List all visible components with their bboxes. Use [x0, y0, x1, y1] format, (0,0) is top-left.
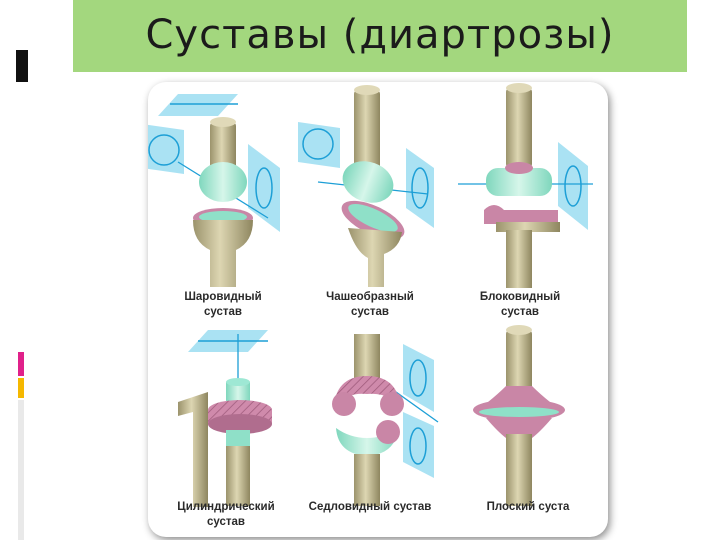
joint-label-saddle: Седловидный сустав [309, 501, 432, 513]
slide-title: Суставы (диартрозы) [145, 12, 615, 58]
joint-cup [298, 85, 434, 287]
joint-label-block: Блоковидный [480, 291, 560, 303]
joints-illustration: Шаровидный сустав Чашеобразный сустав Бл… [148, 83, 593, 528]
joints-figure: Шаровидный сустав Чашеобразный сустав Бл… [148, 82, 608, 537]
joint-ball [148, 94, 280, 287]
accent-strip-gray [18, 400, 24, 540]
joint-cylinder [178, 330, 272, 507]
accent-strip-magenta [18, 352, 24, 376]
joint-label-ball: Шаровидный [184, 291, 261, 303]
joint-block [458, 83, 593, 288]
left-decor-bar [16, 50, 28, 82]
joint-label-cylinder-2: сустав [207, 516, 245, 528]
joint-label-ball-2: сустав [204, 306, 242, 318]
joint-flat [473, 325, 565, 506]
joint-label-cup-2: сустав [351, 306, 389, 318]
accent-strip-yellow [18, 378, 24, 398]
title-banner [73, 0, 687, 72]
joint-label-cup: Чашеобразный [326, 291, 414, 303]
joint-label-cylinder: Цилиндрический [177, 501, 274, 513]
joint-label-flat: Плоский суста [487, 501, 570, 513]
joint-label-block-2: сустав [501, 306, 539, 318]
joint-saddle [332, 334, 439, 506]
